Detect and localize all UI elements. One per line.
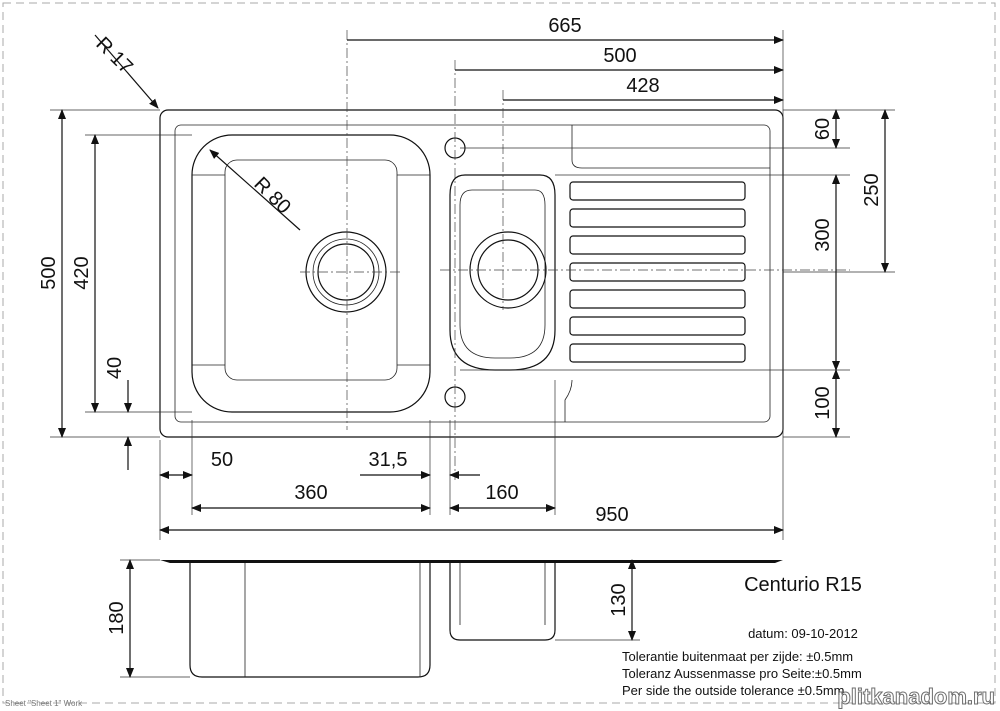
drainer-rib bbox=[569, 235, 746, 255]
dim-50: 50 bbox=[211, 449, 233, 471]
dim-500-top: 500 bbox=[603, 45, 636, 67]
drainer-rib bbox=[569, 181, 746, 201]
small-bowl bbox=[449, 174, 556, 371]
dim-665: 665 bbox=[548, 15, 581, 37]
main-bowl bbox=[191, 134, 431, 413]
watermark: plitkanadom.ru bbox=[837, 684, 995, 709]
dimension-lines bbox=[58, 34, 889, 678]
dim-950: 950 bbox=[595, 504, 628, 526]
tolerance-de: Toleranz Aussenmasse pro Seite:±0.5mm bbox=[622, 666, 862, 681]
dim-130: 130 bbox=[608, 583, 630, 616]
drainer-rib bbox=[569, 208, 746, 228]
tolerance-en: Per side the outside tolerance ±0.5mm bbox=[622, 683, 844, 698]
drainer bbox=[564, 125, 770, 422]
tolerance-nl: Tolerantie buitenmaat per zijde: ±0.5mm bbox=[622, 649, 853, 664]
drawing-date: datum: 09-10-2012 bbox=[748, 626, 858, 641]
dim-r80: R 80 bbox=[249, 173, 294, 218]
dim-160: 160 bbox=[485, 482, 518, 504]
dim-300: 300 bbox=[812, 218, 834, 251]
drainer-rib bbox=[569, 316, 746, 336]
dim-60: 60 bbox=[812, 118, 834, 140]
dim-428: 428 bbox=[626, 75, 659, 97]
top-view bbox=[159, 30, 850, 480]
drainer-rib bbox=[569, 343, 746, 363]
side-view bbox=[160, 560, 783, 678]
model-name: Centurio R15 bbox=[744, 574, 862, 596]
drainer-rib bbox=[569, 289, 746, 309]
dim-250: 250 bbox=[861, 173, 883, 206]
dim-180: 180 bbox=[106, 601, 128, 634]
dim-100: 100 bbox=[812, 386, 834, 419]
dim-40: 40 bbox=[104, 357, 126, 379]
dim-500-left: 500 bbox=[38, 256, 60, 289]
dim-420: 420 bbox=[71, 256, 93, 289]
dim-31-5: 31,5 bbox=[369, 449, 408, 471]
dim-r17: R 17 bbox=[91, 33, 136, 78]
drainer-rib bbox=[569, 262, 746, 282]
sheet-label: Sheet "Sheet 1" Work bbox=[5, 699, 83, 708]
dimension-labels: 665 500 428 R 17 R 80 500 420 40 60 250 … bbox=[38, 15, 883, 635]
dim-360: 360 bbox=[294, 482, 327, 504]
